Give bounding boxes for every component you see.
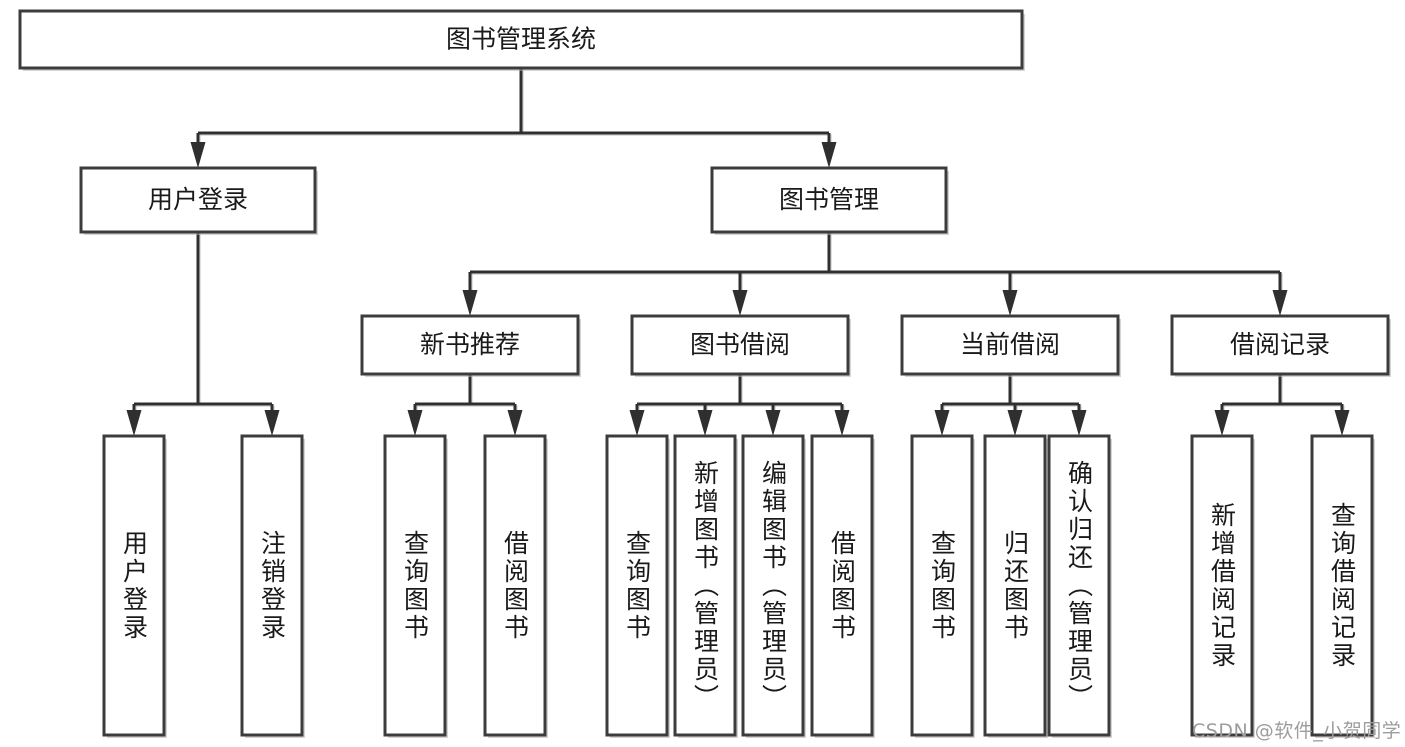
group-current-borrow-arrow-0-head bbox=[934, 410, 950, 436]
node-box-leaf-borrow-book-2[interactable] bbox=[810, 434, 874, 737]
node-box-leaf-borrow-book-1[interactable] bbox=[483, 434, 547, 737]
node-box-leaf-add-book-admin[interactable] bbox=[673, 434, 737, 737]
node-box-leaf-return-book[interactable] bbox=[983, 434, 1047, 737]
user-login-arrow-0-head bbox=[126, 410, 142, 436]
user-login-arrow-1-head bbox=[264, 410, 280, 436]
node-label-book-manage: 图书管理 bbox=[779, 185, 879, 214]
group-new-book-recommend-arrow-0-head bbox=[407, 410, 423, 436]
book-manage-arrow-0-head bbox=[462, 290, 478, 316]
group-book-borrow-arrow-1-head bbox=[697, 410, 713, 436]
csdn-watermark: CSDN @软件_小贺同学 bbox=[1192, 720, 1402, 742]
node-box-current-borrow[interactable] bbox=[900, 314, 1120, 376]
node-label-new-book-recommend: 新书推荐 bbox=[420, 330, 520, 359]
node-box-borrow-record[interactable] bbox=[1170, 314, 1390, 376]
node-box-new-book-recommend[interactable] bbox=[360, 314, 580, 376]
book-manage-arrow-1-head bbox=[732, 290, 748, 316]
group-book-borrow-arrow-2-head bbox=[765, 410, 781, 436]
node-label-user-login: 用户登录 bbox=[148, 185, 248, 214]
group-borrow-record-arrow-0-head bbox=[1214, 410, 1230, 436]
node-box-layer bbox=[18, 9, 1391, 738]
node-box-leaf-confirm-return-admin[interactable] bbox=[1047, 434, 1111, 737]
node-label-book-borrow: 图书借阅 bbox=[690, 330, 790, 359]
root-arrow-0-head bbox=[190, 142, 206, 168]
node-label-current-borrow: 当前借阅 bbox=[960, 330, 1060, 359]
node-box-user-login[interactable] bbox=[79, 166, 317, 234]
node-box-leaf-query-book-3[interactable] bbox=[910, 434, 974, 737]
node-box-leaf-query-borrow-record[interactable] bbox=[1310, 434, 1374, 737]
group-book-borrow-arrow-3-head bbox=[834, 410, 850, 436]
book-manage-arrow-2-head bbox=[1002, 290, 1018, 316]
group-current-borrow-arrow-1-head bbox=[1007, 410, 1023, 436]
root-arrow-1-head bbox=[821, 142, 837, 168]
group-book-borrow-arrow-0-head bbox=[629, 410, 645, 436]
root-node-label: 图书管理系统 bbox=[446, 25, 596, 54]
group-new-book-recommend-arrow-1-head bbox=[507, 410, 523, 436]
node-box-book-borrow[interactable] bbox=[630, 314, 850, 376]
node-box-leaf-add-borrow-record[interactable] bbox=[1190, 434, 1254, 737]
node-box-book-manage[interactable] bbox=[710, 166, 948, 234]
node-box-leaf-logout-login[interactable] bbox=[240, 434, 304, 737]
book-manage-arrow-3-head bbox=[1272, 290, 1288, 316]
node-box-leaf-edit-book-admin[interactable] bbox=[741, 434, 805, 737]
node-label-borrow-record: 借阅记录 bbox=[1230, 330, 1330, 359]
node-box-leaf-query-book-1[interactable] bbox=[383, 434, 447, 737]
root-node-box[interactable] bbox=[18, 9, 1024, 70]
connector-layer bbox=[126, 68, 1350, 436]
node-box-leaf-user-login[interactable] bbox=[102, 434, 166, 737]
group-borrow-record-arrow-1-head bbox=[1334, 410, 1350, 436]
node-box-leaf-query-book-2[interactable] bbox=[605, 434, 669, 737]
group-current-borrow-arrow-2-head bbox=[1071, 410, 1087, 436]
